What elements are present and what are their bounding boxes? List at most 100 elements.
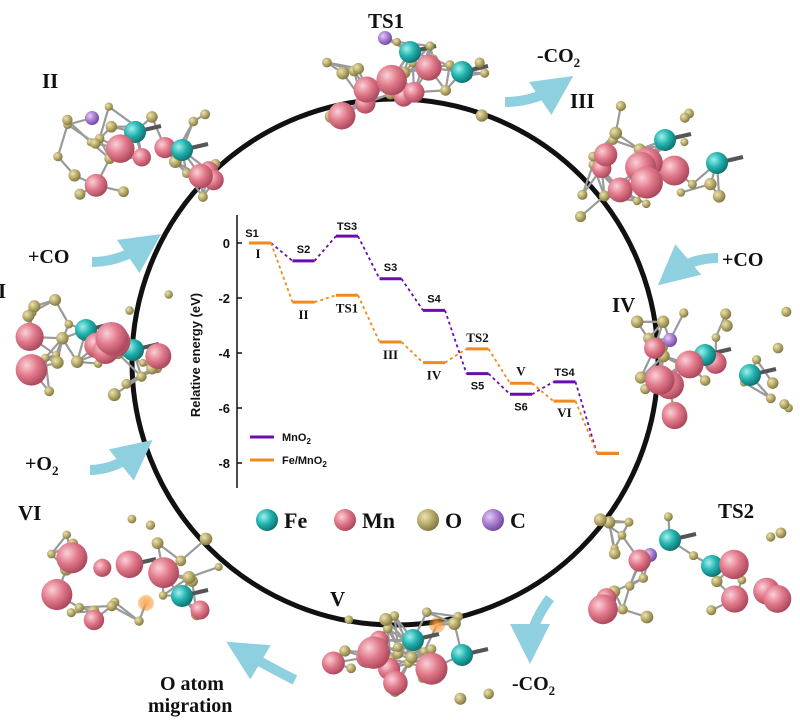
- legend-atom-mn: [334, 509, 356, 531]
- level-label: TS2: [466, 330, 488, 345]
- level-label: S2: [297, 244, 310, 256]
- atom: [127, 514, 137, 524]
- atom: [609, 126, 623, 140]
- structure-i: [15, 290, 173, 402]
- atom: [107, 388, 121, 402]
- atom: [145, 520, 156, 530]
- atom: [480, 68, 490, 78]
- label-iii: III: [570, 89, 595, 113]
- atom: [66, 608, 76, 618]
- atom: [588, 594, 618, 625]
- atom: [84, 173, 108, 197]
- atom: [699, 375, 711, 386]
- legend-atom-label: Mn: [362, 508, 395, 533]
- atom: [663, 512, 673, 522]
- bond: [581, 164, 595, 196]
- atom: [624, 517, 634, 527]
- atom: [15, 322, 44, 351]
- atom: [599, 190, 610, 202]
- atom: [124, 121, 146, 143]
- atom: [676, 188, 686, 197]
- atom: [138, 358, 147, 367]
- atom: [136, 371, 147, 382]
- atom: [630, 166, 663, 199]
- atom: [41, 579, 73, 611]
- atom: [475, 109, 488, 122]
- connector: [270, 242, 294, 303]
- atom: [719, 549, 749, 580]
- arrow-minus-co2-top: [504, 76, 574, 116]
- atom: [125, 306, 134, 315]
- structure-iv: [630, 306, 793, 430]
- label-i: I: [0, 279, 6, 303]
- level-label: S3: [384, 262, 397, 274]
- energy-profile-chart: 0-2-4-6-8 Relative energy (eV) S1S2TS3S3…: [188, 215, 619, 488]
- level-label: II: [298, 307, 308, 322]
- atom: [322, 57, 332, 68]
- atom: [85, 111, 99, 125]
- y-tick-label: -4: [218, 346, 230, 361]
- atom: [628, 549, 651, 572]
- atom: [617, 530, 627, 540]
- atom: [190, 600, 210, 620]
- y-tick-label: -8: [218, 456, 230, 471]
- connector: [487, 348, 511, 384]
- label-ii: II: [42, 69, 58, 93]
- atom: [199, 532, 213, 546]
- connector: [444, 348, 467, 364]
- atom: [679, 112, 690, 123]
- atom: [632, 196, 642, 206]
- atom: [440, 84, 451, 96]
- label-ts2: TS2: [718, 499, 754, 523]
- arrow-plus-co-right: [657, 244, 719, 286]
- atom: [712, 189, 726, 203]
- level-label: TS3: [337, 221, 357, 233]
- atom: [659, 155, 690, 186]
- bond: [98, 106, 110, 139]
- atom: [608, 547, 621, 560]
- atom: [64, 319, 74, 329]
- atom: [640, 610, 654, 624]
- structure-v: [321, 607, 494, 705]
- atom: [607, 177, 633, 203]
- atom: [74, 602, 85, 613]
- atom: [62, 114, 73, 126]
- level-label: I: [255, 246, 260, 261]
- legend-atom-label: C: [510, 508, 526, 533]
- bond: [44, 357, 51, 392]
- atom: [344, 615, 354, 624]
- atom: [154, 137, 176, 159]
- atom: [656, 315, 670, 328]
- atom: [625, 581, 635, 591]
- atom: [402, 629, 424, 651]
- connector: [487, 372, 511, 395]
- atom: [56, 542, 88, 574]
- atom: [15, 354, 48, 386]
- atom: [574, 211, 587, 223]
- atom: [399, 41, 421, 63]
- step-minus-co2-bottom: -CO2: [512, 673, 555, 698]
- connector: [531, 382, 555, 402]
- atom: [106, 600, 117, 612]
- atom: [71, 355, 84, 368]
- atom: [720, 308, 732, 320]
- atom: [483, 688, 494, 700]
- atom: [336, 66, 350, 80]
- connector: [531, 381, 554, 396]
- structure-vi: [41, 514, 223, 631]
- atom: [766, 377, 779, 389]
- atom: [171, 139, 193, 161]
- atom: [654, 129, 676, 151]
- connector: [314, 294, 337, 303]
- atom: [353, 76, 380, 103]
- connector: [444, 310, 468, 374]
- connector: [313, 235, 337, 262]
- label-iv: IV: [612, 293, 635, 317]
- atom: [93, 558, 112, 577]
- atom: [328, 102, 356, 130]
- legend-atom-c: [482, 509, 504, 531]
- arrow-o-migration: [226, 641, 298, 685]
- atom: [158, 591, 168, 600]
- level-label: III: [383, 347, 398, 362]
